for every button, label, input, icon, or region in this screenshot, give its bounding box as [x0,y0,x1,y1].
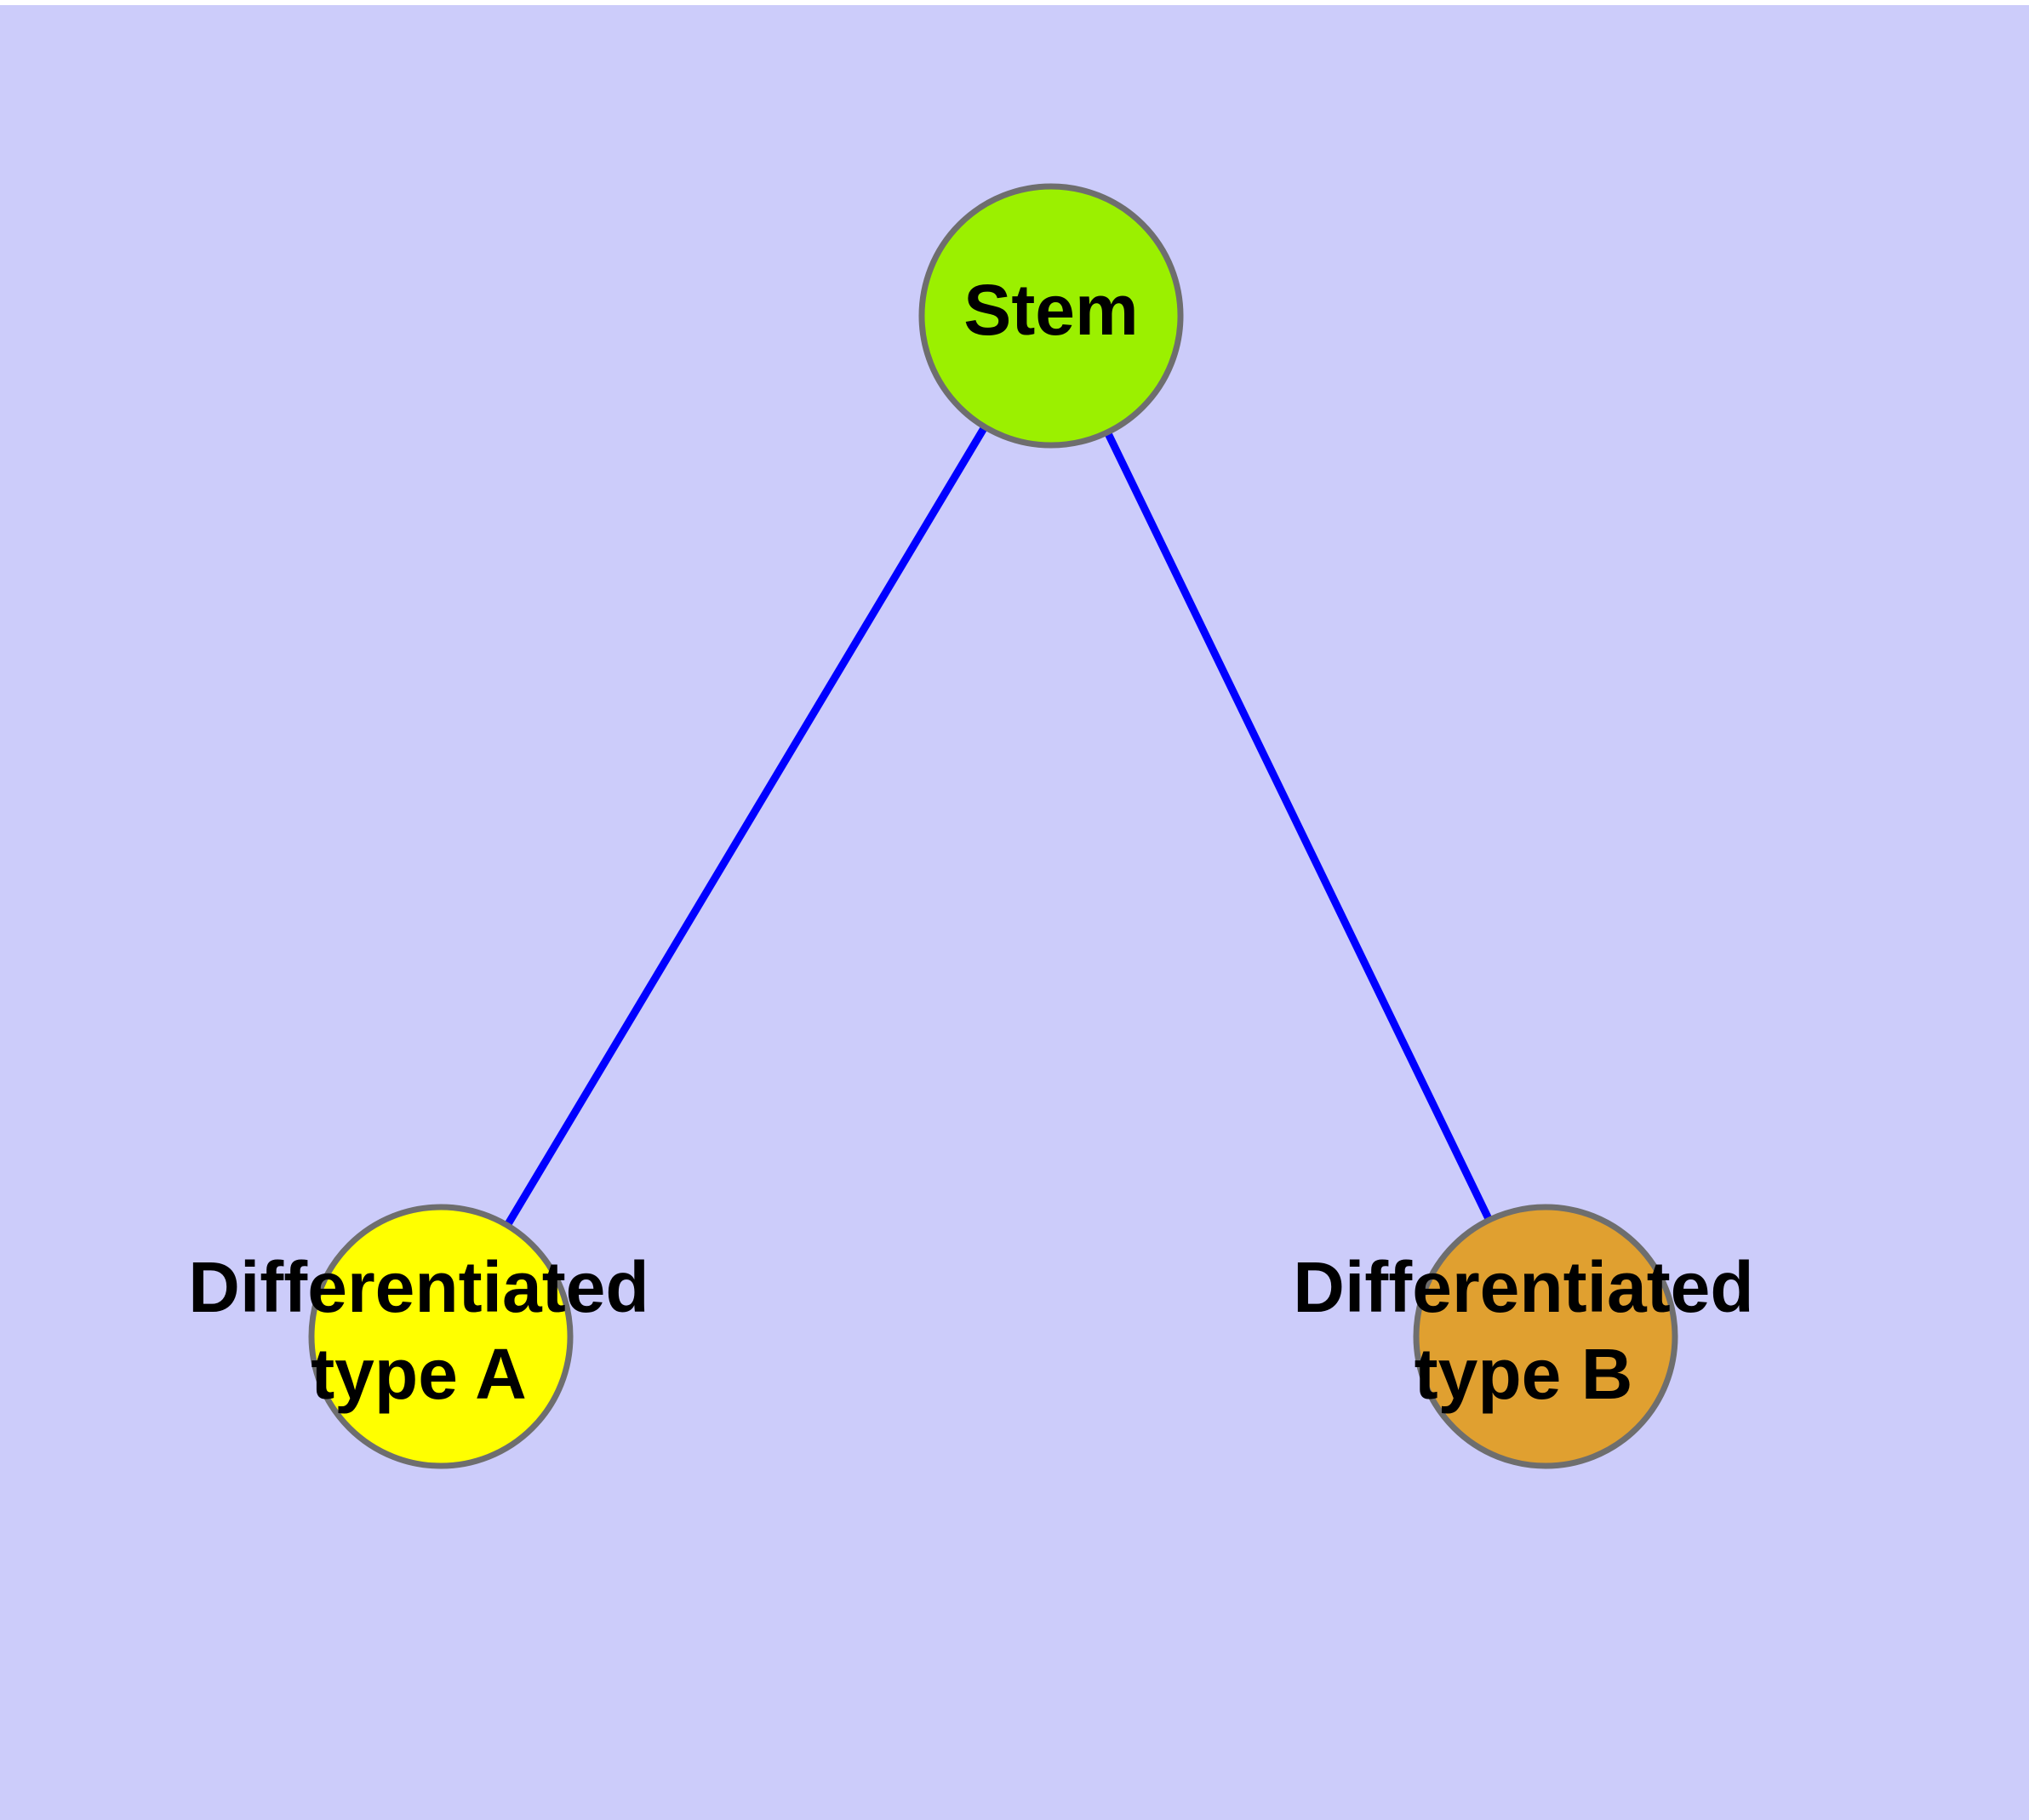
node-differentiated-type-b-circle[interactable] [1413,1204,1678,1469]
node-stem-label: Stem [963,270,1138,350]
edge-stem-to-differentiated-type-a[interactable] [437,313,1055,1339]
node-stem-circle[interactable] [918,183,1184,449]
edge-stem-to-differentiated-type-b[interactable] [1047,314,1550,1338]
node-differentiated-type-a-circle[interactable] [308,1204,574,1469]
edges-layer [437,313,1550,1339]
node-stem[interactable]: Stem [918,183,1184,449]
